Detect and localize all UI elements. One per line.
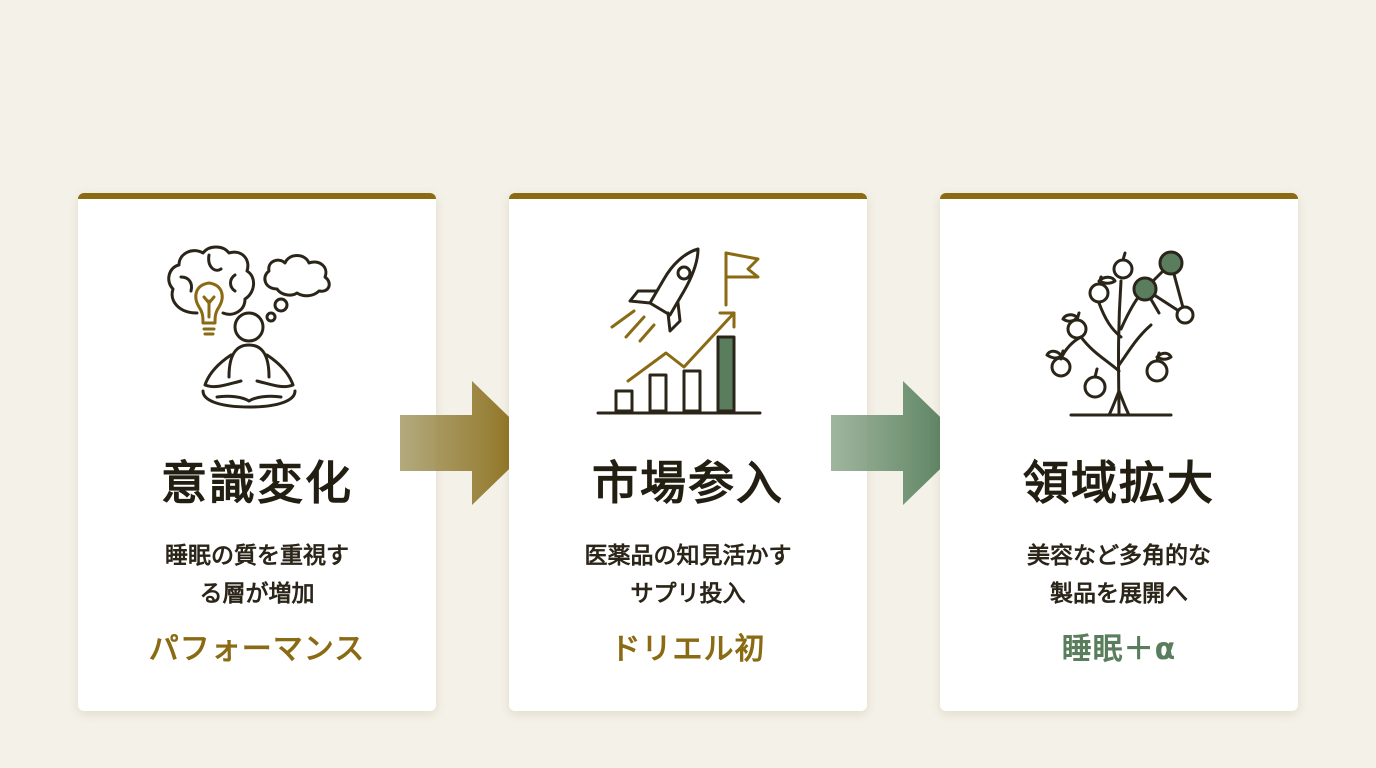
card-description-line: 睡眠の質を重視す: [165, 543, 349, 569]
card-title: 意識変化: [161, 456, 353, 510]
card-tag: 睡眠＋α: [1061, 632, 1177, 667]
card-description: 美容など多角的な 製品を展開へ: [960, 537, 1278, 613]
card-tag: パフォーマンス: [148, 632, 366, 667]
card-title: 市場参入: [592, 456, 784, 510]
card-awareness-change: 意識変化 睡眠の質を重視す る層が増加 パフォーマンス: [78, 193, 436, 711]
card-description-line: サプリ投入: [630, 581, 746, 607]
tree-network-icon: [1045, 250, 1195, 417]
card-description-line: 製品を展開へ: [1050, 581, 1188, 607]
card-top-bar: [78, 193, 436, 199]
card-description: 睡眠の質を重視す る層が増加: [98, 537, 416, 613]
arrow-right-icon: [400, 381, 536, 505]
card-tag: ドリエル初: [610, 632, 766, 667]
card-description-line: 美容など多角的な: [1027, 543, 1211, 569]
card-top-bar: [509, 193, 867, 199]
card-title: 領域拡大: [1023, 456, 1215, 510]
card-domain-expansion: 領域拡大 美容など多角的な 製品を展開へ 睡眠＋α: [940, 193, 1298, 711]
card-market-entry: 市場参入 医薬品の知見活かす サプリ投入 ドリエル初: [509, 193, 867, 711]
arrow-right-icon: [831, 381, 967, 505]
meditation-brain-lightbulb-icon: [167, 245, 331, 409]
card-top-bar: [940, 193, 1298, 199]
card-description: 医薬品の知見活かす サプリ投入: [529, 537, 847, 613]
card-description-line: る層が増加: [199, 581, 315, 607]
rocket-growth-chart-icon: [596, 247, 762, 415]
card-description-line: 医薬品の知見活かす: [584, 543, 792, 569]
